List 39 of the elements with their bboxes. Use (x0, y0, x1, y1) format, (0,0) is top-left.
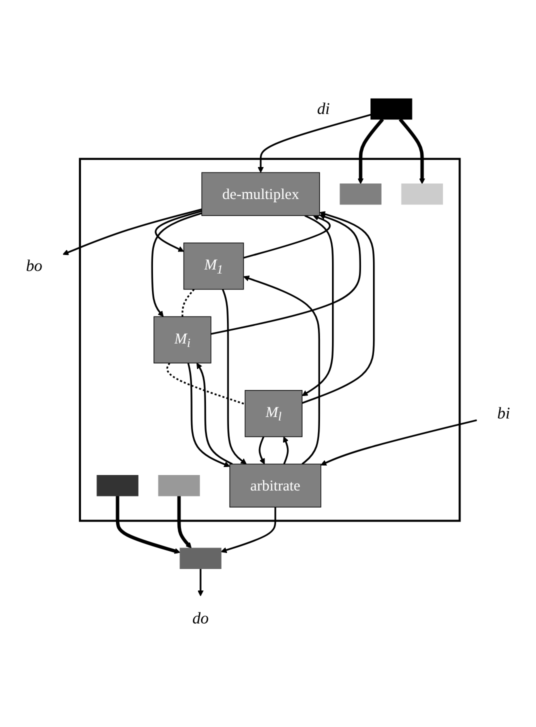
arrow (151, 212, 202, 317)
arrow (196, 362, 233, 465)
node-box: de-multiplex (201, 172, 320, 216)
arrow (222, 288, 247, 464)
arrow (358, 118, 384, 184)
arrow (210, 214, 362, 335)
node-box (158, 474, 200, 496)
node-text: bi (497, 404, 510, 422)
arrow (302, 214, 334, 396)
arrow (243, 214, 331, 258)
node-box: M$_{1}$ (183, 242, 244, 290)
arrow (177, 496, 192, 548)
node-box (96, 474, 138, 496)
node-box: M$_{l}$ (244, 390, 302, 437)
arrow (398, 118, 426, 184)
arrow (302, 210, 375, 404)
arrow (243, 275, 320, 464)
node-box (340, 183, 382, 204)
node-text: bo (26, 256, 42, 275)
arrow (62, 208, 202, 255)
node-box (370, 98, 412, 120)
arrow (283, 436, 289, 464)
arrow (220, 506, 276, 553)
connector (166, 362, 246, 405)
node-box: arbitrate (229, 463, 322, 508)
arrow (187, 362, 230, 467)
arrow (320, 419, 477, 466)
arrow (198, 568, 204, 596)
connector (182, 288, 195, 316)
cluster (78, 158, 461, 522)
arrow (258, 114, 372, 173)
arrow (116, 496, 180, 554)
node-text: do (192, 609, 209, 628)
node-box (401, 183, 443, 204)
arrow (258, 436, 265, 464)
node-text: di (317, 100, 330, 118)
arrow (154, 210, 202, 252)
node-box: M$_{i}$ (154, 316, 212, 364)
node-box (180, 548, 222, 569)
